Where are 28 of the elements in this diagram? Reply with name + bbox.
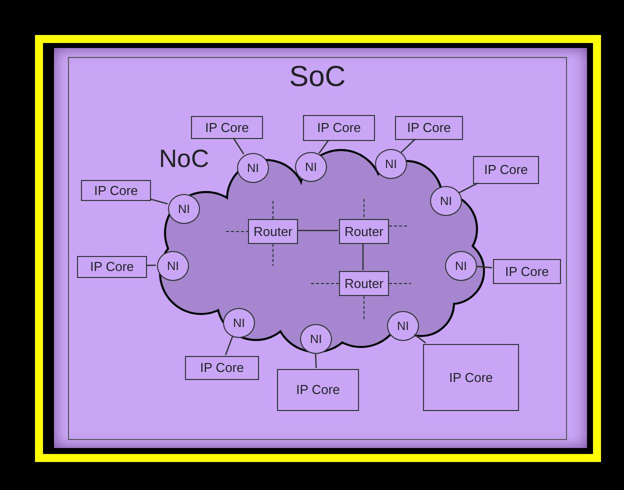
connector-line xyxy=(476,266,492,268)
ip-core-box: IP Core xyxy=(493,259,561,284)
ip-core-box: IP Core xyxy=(423,344,519,411)
ip-core-box: IP Core xyxy=(185,356,259,380)
connector-line xyxy=(414,334,426,344)
connector-line xyxy=(224,336,234,356)
connector-line xyxy=(314,352,317,368)
router-box: Router xyxy=(339,219,389,244)
noc-label: NoC xyxy=(159,145,210,173)
ip-core-box: IP Core xyxy=(77,256,147,278)
ip-core-box: IP Core xyxy=(277,369,359,411)
connector-line xyxy=(458,182,478,194)
connector-line xyxy=(232,138,244,154)
ip-core-box: IP Core xyxy=(191,116,263,139)
connector-line xyxy=(146,264,156,266)
ip-core-box: IP Core xyxy=(81,180,151,201)
connector-line xyxy=(297,230,338,232)
ip-core-box: IP Core xyxy=(303,115,375,141)
connector-line xyxy=(400,138,416,153)
router-box: Router xyxy=(339,271,389,296)
connector-line xyxy=(362,243,364,270)
router-box: Router xyxy=(248,219,298,244)
ip-core-box: IP Core xyxy=(473,156,539,184)
ip-core-box: IP Core xyxy=(395,116,463,140)
connector-line xyxy=(150,198,168,204)
connector-line xyxy=(318,140,330,154)
soc-frame xyxy=(68,57,567,440)
soc-title: SoC xyxy=(288,60,347,94)
